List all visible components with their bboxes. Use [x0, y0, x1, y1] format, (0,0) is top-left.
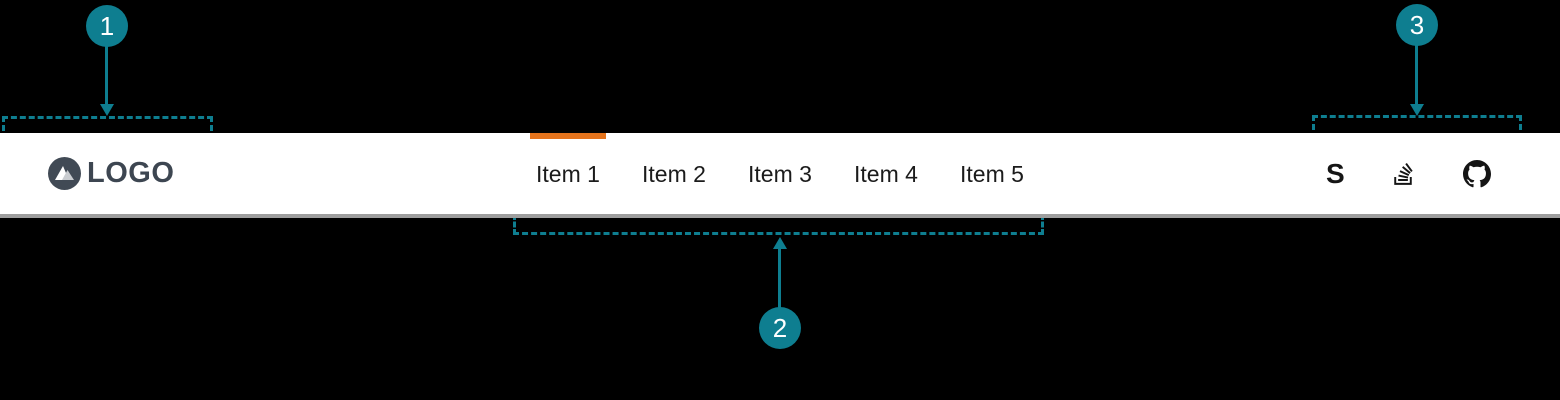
nav-item-2[interactable]: Item 2 — [638, 159, 710, 189]
nav-item-label: Item 4 — [854, 160, 918, 187]
nav-item-label: Item 3 — [748, 160, 812, 187]
mountain-logo-icon — [48, 157, 81, 190]
social-links: S — [1326, 133, 1491, 214]
nav-item-label: Item 5 — [960, 160, 1024, 187]
active-item-indicator — [530, 132, 606, 139]
stack-exchange-icon[interactable]: S — [1326, 157, 1345, 189]
callout-arrow-3 — [1415, 45, 1418, 104]
callout-arrowhead-1 — [100, 104, 114, 116]
callout-badge-3: 3 — [1396, 4, 1438, 46]
callout-arrowhead-2 — [773, 237, 787, 249]
callout-arrowhead-3 — [1410, 104, 1424, 116]
callout-badge-2: 2 — [759, 307, 801, 349]
logo-text: LOGO — [87, 157, 175, 189]
github-icon[interactable] — [1462, 159, 1491, 188]
callout-arrow-2 — [778, 248, 781, 308]
nav-item-1[interactable]: Item 1 — [530, 132, 606, 189]
nav-item-label: Item 1 — [536, 160, 600, 187]
stack-overflow-icon[interactable] — [1391, 161, 1417, 187]
header-bar: LOGO Item 1 Item 2 Item 3 Item 4 Item 5 … — [0, 132, 1560, 218]
nav-item-4[interactable]: Item 4 — [850, 159, 922, 189]
nav-item-3[interactable]: Item 3 — [744, 159, 816, 189]
callout-badge-1: 1 — [86, 5, 128, 47]
main-nav: Item 1 Item 2 Item 3 Item 4 Item 5 — [530, 132, 1028, 214]
nav-item-label: Item 2 — [642, 160, 706, 187]
nav-item-5[interactable]: Item 5 — [956, 159, 1028, 189]
callout-arrow-1 — [105, 46, 108, 104]
logo[interactable]: LOGO — [48, 133, 174, 214]
